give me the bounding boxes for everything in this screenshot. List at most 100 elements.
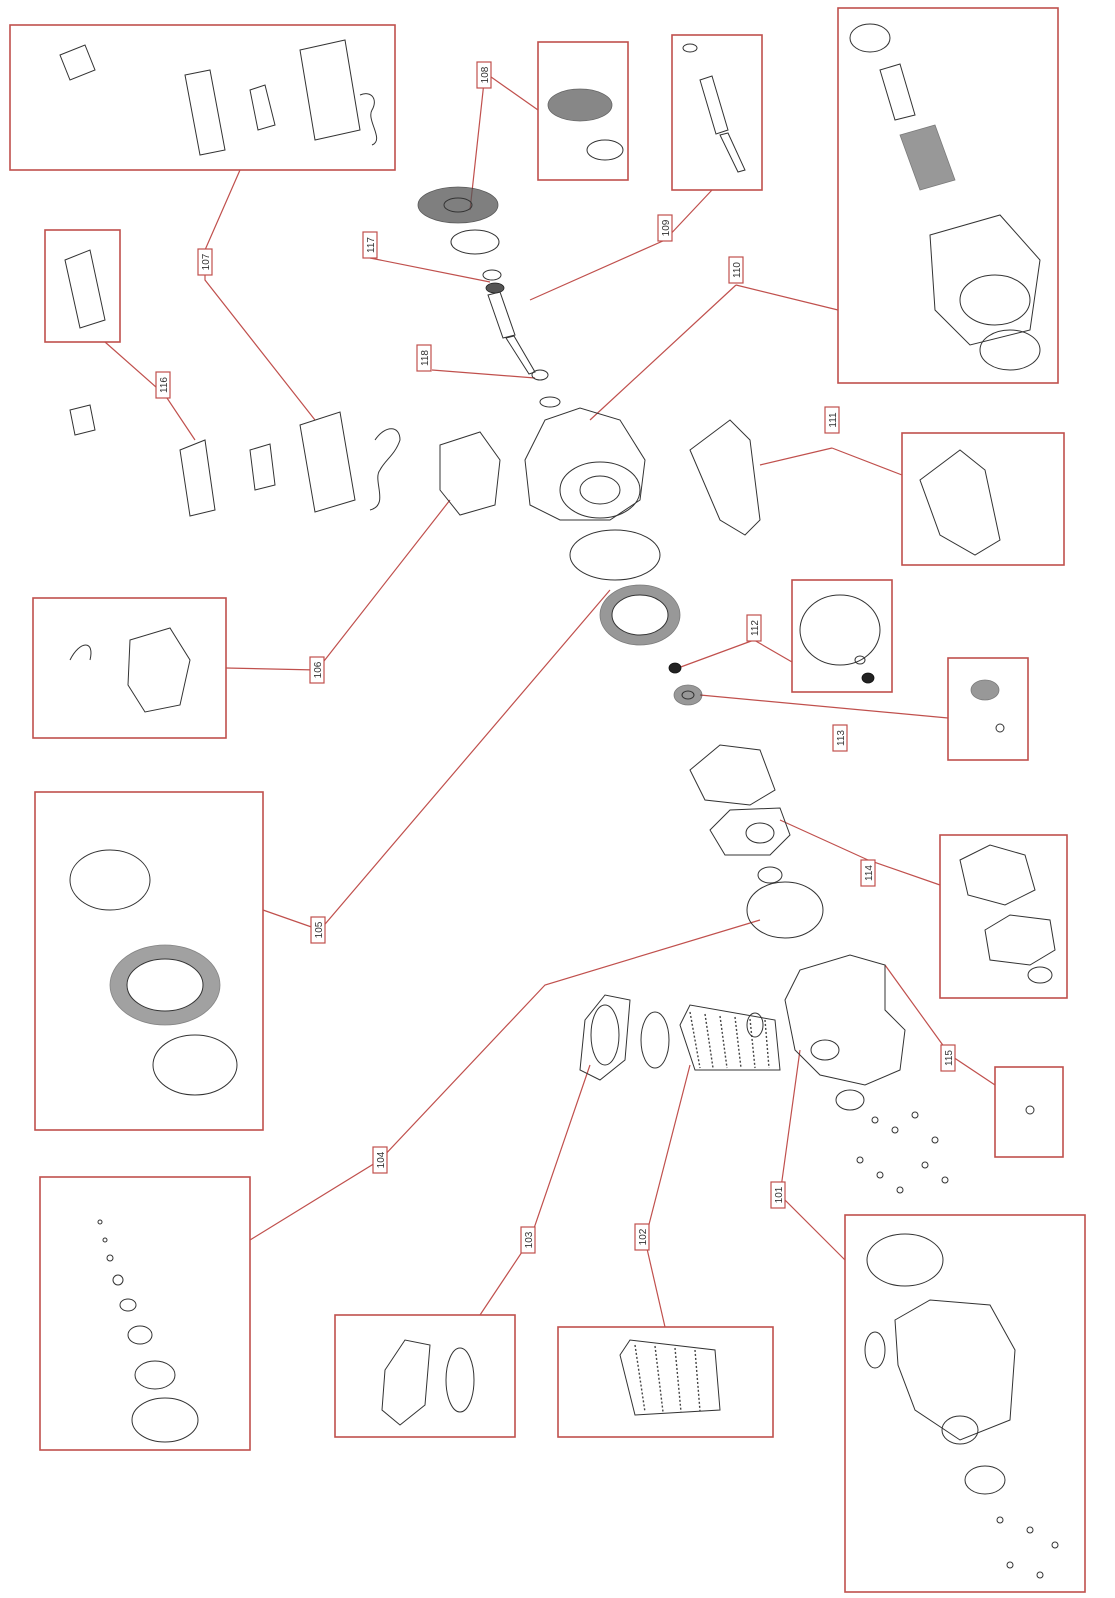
- detail-box-113: [947, 657, 1029, 761]
- callout-101-label: 101: [774, 1186, 785, 1203]
- detail-box-108: [537, 41, 629, 181]
- leader-line-111a: [759, 447, 833, 466]
- main-assembly: [69, 186, 949, 1194]
- cover-part: [579, 994, 670, 1081]
- callout-107: 107: [197, 248, 213, 276]
- detail-box-111: [901, 432, 1065, 566]
- leader-line-113: [699, 694, 949, 719]
- callout-104-label: 104: [376, 1151, 387, 1168]
- callout-117: 117: [362, 231, 378, 259]
- detail-110-art: [849, 23, 1041, 371]
- detail-101-art: [864, 1233, 1059, 1579]
- callout-108: 108: [476, 61, 492, 89]
- detail-box-114: [939, 834, 1068, 999]
- control-board-part: [69, 404, 356, 517]
- callout-112-label: 112: [750, 620, 761, 636]
- leader-line-107: [204, 169, 316, 421]
- callout-112: 112: [746, 614, 762, 642]
- housing-gasket-part: [569, 529, 661, 581]
- leader-line-105: [262, 589, 611, 931]
- callout-109: 109: [657, 214, 673, 242]
- callout-103-label: 103: [524, 1231, 535, 1248]
- seal-ring-large-part: [746, 881, 824, 939]
- detail-box-107: [9, 24, 396, 171]
- callout-106-label: 106: [313, 661, 324, 678]
- callout-115-label: 115: [944, 1050, 955, 1066]
- volute-part: [689, 744, 791, 856]
- detail-103-art: [381, 1339, 475, 1426]
- callout-114: 114: [860, 859, 876, 887]
- callout-106: 106: [309, 656, 325, 684]
- motor-housing-part: [524, 396, 646, 521]
- detail-108-art: [547, 88, 624, 161]
- callout-105: 105: [310, 916, 326, 944]
- front-ring-part: [599, 584, 681, 646]
- detail-109-art: [682, 43, 746, 173]
- detail-116-art: [64, 249, 106, 329]
- detail-box-102: [557, 1326, 774, 1438]
- callout-110: 110: [728, 256, 744, 284]
- fan-cover-part: [689, 419, 761, 536]
- seal-part: [673, 684, 703, 706]
- callout-116-label: 116: [159, 377, 170, 393]
- detail-box-104: [39, 1176, 251, 1451]
- detail-box-116: [44, 229, 121, 343]
- callout-117-label: 117: [366, 237, 377, 253]
- callout-103: 103: [520, 1226, 536, 1254]
- callout-108-label: 108: [480, 66, 491, 83]
- bolt-hardware-part: [856, 1111, 949, 1194]
- detail-113-art: [970, 679, 1005, 733]
- callout-102: 102: [634, 1223, 650, 1251]
- callout-107-label: 107: [201, 253, 212, 270]
- detail-115-art: [1025, 1105, 1035, 1115]
- detail-107-art: [59, 39, 378, 156]
- seal-ring-small-part: [757, 866, 783, 884]
- detail-box-109: [671, 34, 763, 191]
- detail-box-112: [791, 579, 893, 693]
- leader-line-109: [529, 189, 713, 301]
- callout-114-label: 114: [864, 865, 875, 881]
- leader-line-101: [779, 1049, 846, 1261]
- detail-box-106: [32, 597, 227, 739]
- leader-line-108b: [483, 71, 539, 111]
- callout-104: 104: [372, 1146, 388, 1174]
- leader-line-112a: [677, 639, 755, 669]
- leader-line-111b: [831, 447, 903, 476]
- bearing-part: [668, 662, 682, 674]
- shaft-part: [482, 269, 549, 381]
- leader-line-104: [249, 919, 761, 1241]
- detail-box-110: [837, 7, 1059, 384]
- leader-line-103: [479, 1064, 591, 1316]
- callout-118: 118: [416, 344, 432, 372]
- callout-115: 115: [940, 1044, 956, 1072]
- detail-box-101: [844, 1214, 1086, 1593]
- detail-114-art: [959, 844, 1056, 984]
- leader-lines: [104, 71, 996, 1328]
- callout-111-label: 111: [828, 412, 839, 428]
- electronics-part: [369, 428, 501, 516]
- detail-106-art: [69, 627, 191, 713]
- leader-line-106: [225, 499, 451, 671]
- callout-111: 111: [824, 406, 840, 434]
- detail-111-art: [919, 449, 1001, 556]
- leader-line-110b: [735, 284, 839, 311]
- callout-118-label: 118: [420, 350, 431, 366]
- detail-contents: [59, 23, 1059, 1579]
- leader-line-117: [369, 257, 491, 283]
- leader-line-118: [431, 369, 536, 379]
- leader-line-110a: [589, 284, 737, 421]
- callout-113-label: 113: [836, 730, 847, 746]
- callout-113: 113: [832, 724, 848, 752]
- detail-102-art: [619, 1339, 721, 1416]
- detail-104-art: [97, 1219, 199, 1443]
- detail-box-115: [994, 1066, 1064, 1158]
- callout-116: 116: [155, 371, 171, 399]
- callout-110-label: 110: [732, 262, 743, 278]
- callout-109-label: 109: [661, 219, 672, 236]
- pump-body-part: [746, 954, 906, 1111]
- detail-112-art: [799, 594, 881, 684]
- detail-boxes: [9, 7, 1086, 1593]
- callout-101: 101: [770, 1181, 786, 1209]
- strainer-basket-part: [679, 1004, 781, 1071]
